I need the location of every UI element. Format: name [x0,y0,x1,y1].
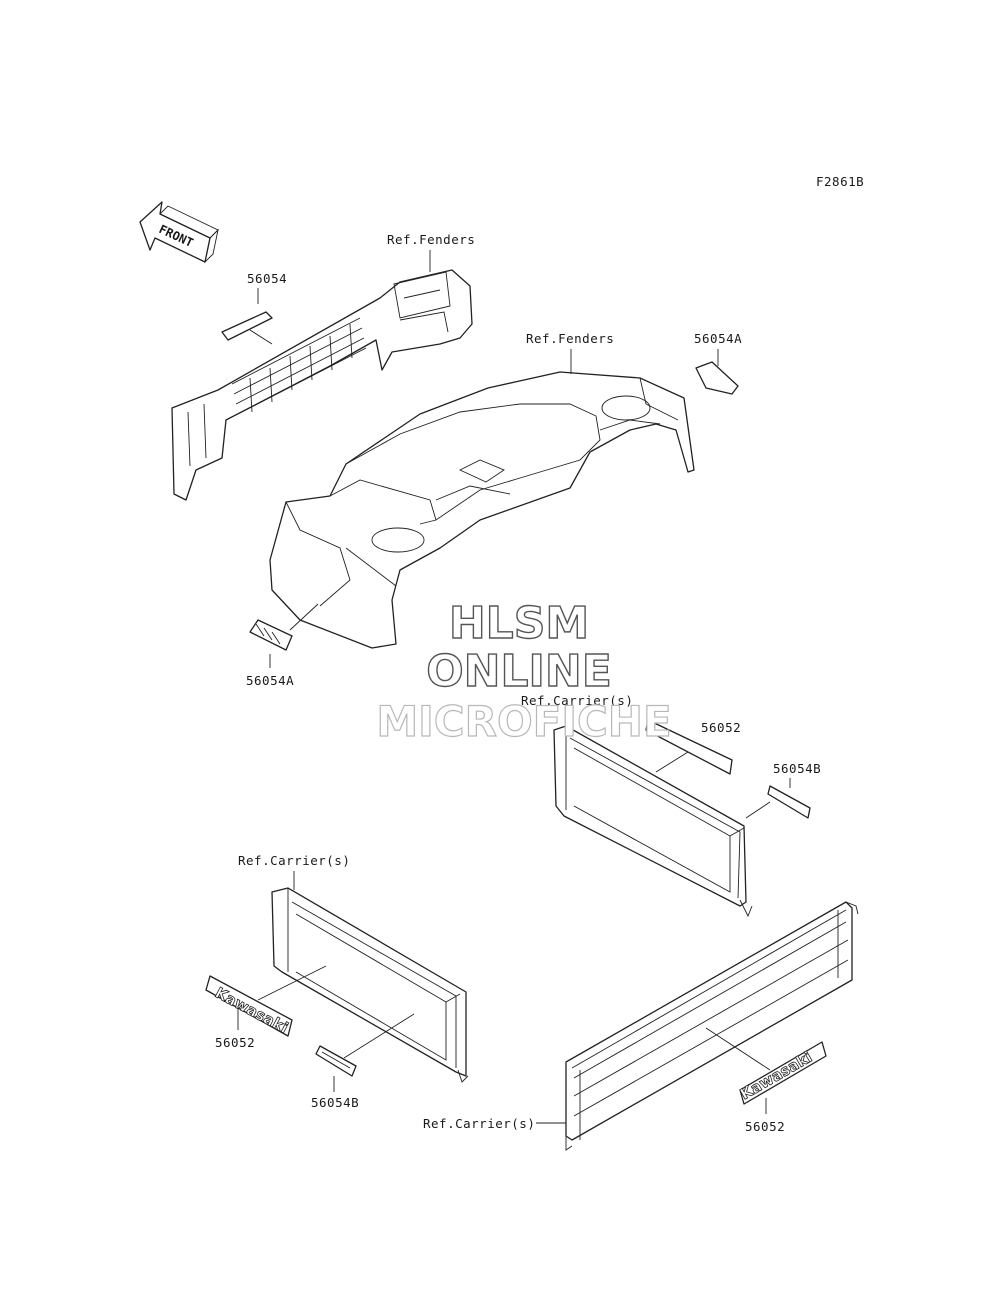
decal-kawasaki-left: Kawasaki [212,984,291,1037]
label-ref-carrier-right: Ref.Carrier(s) [521,693,633,708]
front-grille-panel [171,269,473,501]
decal-56052-tailgate: Kawasaki [737,1041,827,1105]
label-56052-right-top: 56052 [701,720,741,735]
decal-56054a-top [695,361,739,395]
carrier-side-panel-left [271,887,469,1083]
decal-56054b-right [767,785,811,819]
label-ref-fenders-grille: Ref.Fenders [387,232,475,247]
decal-56052-right-top [645,719,733,775]
label-ref-fenders-body: Ref.Fenders [526,331,614,346]
label-56054b-left: 56054B [311,1095,359,1110]
decal-56052-left: Kawasaki [205,975,293,1037]
body-fender-tub [269,371,695,649]
watermark-line1: HLSM [449,598,589,649]
watermark-line2: ONLINE [426,646,612,697]
label-56052-left: 56052 [215,1035,255,1050]
carrier-tailgate [565,901,859,1151]
figure-code: F2861B [816,174,864,189]
label-ref-carrier-tailgate: Ref.Carrier(s) [423,1116,535,1131]
front-arrow-icon: FRONT [139,201,219,264]
decal-56054a-bottom [249,619,293,651]
label-56054b-right: 56054B [773,761,821,776]
label-56052-tailgate: 56052 [745,1119,785,1134]
decal-56054b-left [315,1045,357,1077]
label-56054a-bottom: 56054A [246,673,294,688]
grille-vents [231,317,367,415]
watermark-line3: MICROFICHE [376,697,671,746]
label-ref-carrier-left: Ref.Carrier(s) [238,853,350,868]
decal-56054 [221,311,273,341]
carrier-side-panel-right [553,725,753,918]
label-56054: 56054 [247,271,287,286]
watermark: HLSM ONLINE MICROFICHE [376,597,672,746]
label-56054a-top: 56054A [694,331,742,346]
